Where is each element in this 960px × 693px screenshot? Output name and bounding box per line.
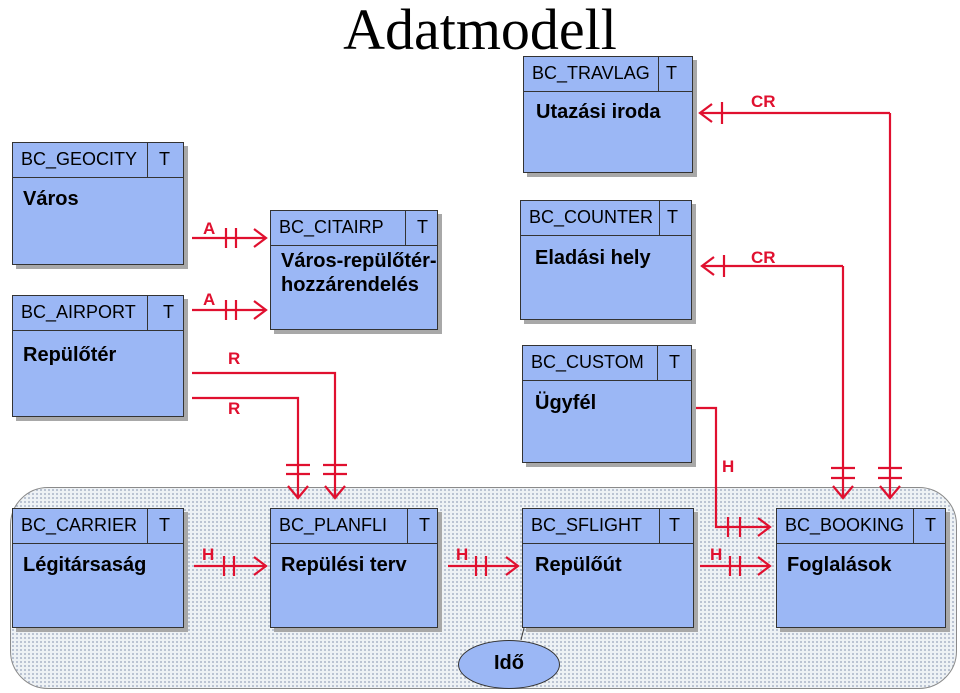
entity-type: T	[925, 515, 936, 535]
entity-label: Repülőút	[535, 554, 622, 576]
entity-type: T	[669, 352, 680, 372]
entity-label: Ügyfél	[535, 392, 597, 414]
entity-bc-carrier[interactable]: BC_CARRIER T Légitársaság	[12, 508, 184, 628]
entity-type: T	[666, 63, 677, 83]
relation-label-r: R	[228, 399, 241, 418]
entity-code: BC_COUNTER	[529, 207, 654, 227]
entity-label: Város	[23, 188, 79, 210]
entity-label: Foglalások	[787, 554, 892, 576]
relation-label-h: H	[710, 545, 723, 564]
relation-label-r: R	[228, 349, 241, 368]
relation-label-h: H	[202, 545, 215, 564]
entity-bc-planfli[interactable]: BC_PLANFLI T Repülési terv	[270, 508, 438, 628]
entity-bc-custom[interactable]: BC_CUSTOM T Ügyfél	[522, 345, 692, 463]
entity-code: BC_BOOKING	[785, 515, 905, 535]
time-label: Idő	[494, 652, 524, 674]
entity-type: T	[667, 207, 678, 227]
diagram-title: Adatmodell	[343, 0, 617, 62]
entity-bc-airport[interactable]: BC_AIRPORT T Repülőtér	[12, 295, 184, 417]
entity-code: BC_AIRPORT	[21, 302, 136, 322]
entity-bc-geocity[interactable]: BC_GEOCITY T Város	[12, 142, 184, 265]
entity-bc-counter[interactable]: BC_COUNTER T Eladási hely	[520, 200, 692, 320]
entity-label: Város-repülőtér-hozzárendelés	[281, 250, 437, 296]
entity-bc-travlag[interactable]: BC_TRAVLAG T Utazási iroda	[523, 56, 693, 173]
entity-code: BC_TRAVLAG	[532, 63, 650, 83]
entity-code: BC_CARRIER	[21, 515, 138, 535]
entity-type: T	[159, 149, 170, 169]
entity-bc-citairp[interactable]: BC_CITAIRP T Város-repülőtér-hozzárendelé…	[270, 210, 438, 330]
entity-label: Eladási hely	[535, 247, 651, 269]
entity-type: T	[163, 302, 174, 322]
entity-code: BC_SFLIGHT	[531, 515, 643, 535]
entity-code: BC_GEOCITY	[21, 149, 138, 169]
time-label-oval: Idő	[458, 640, 560, 689]
entity-type: T	[159, 515, 170, 535]
relation-label-cr: CR	[751, 92, 776, 111]
entity-type: T	[417, 217, 428, 237]
entity-type: T	[419, 515, 430, 535]
entity-bc-booking[interactable]: BC_BOOKING T Foglalások	[776, 508, 946, 628]
relation-label-a: A	[203, 290, 216, 309]
entity-bc-sflight[interactable]: BC_SFLIGHT T Repülőút	[522, 508, 694, 628]
relation-label-a: A	[203, 219, 216, 238]
entity-label: Repülőtér	[23, 344, 117, 366]
entity-code: BC_PLANFLI	[279, 515, 388, 535]
entity-label: Repülési terv	[281, 554, 407, 576]
relation-label-h: H	[456, 545, 469, 564]
entity-label: Légitársaság	[23, 554, 147, 576]
entity-code: BC_CUSTOM	[531, 352, 644, 372]
entity-label: Utazási iroda	[536, 101, 661, 123]
entity-type: T	[669, 515, 680, 535]
entity-code: BC_CITAIRP	[279, 217, 384, 237]
relation-label-h: H	[722, 457, 735, 476]
relation-label-cr: CR	[751, 248, 776, 267]
